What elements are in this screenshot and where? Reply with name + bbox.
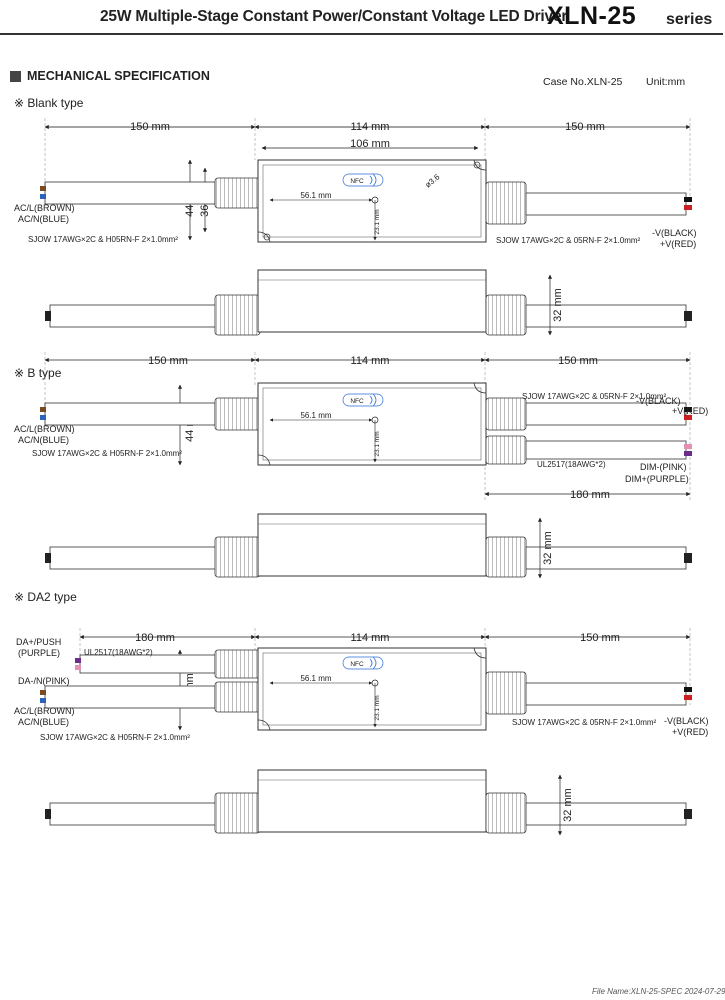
case-number: Case No.XLN-25 — [543, 76, 623, 88]
b-side-height: 32 mm — [542, 531, 554, 565]
b-output-cable: SJOW 17AWG×2C & 05RN-F 2×1.0mm² — [522, 392, 667, 401]
blank-dim-left: 150 mm — [130, 121, 170, 133]
da2-output-cable: SJOW 17AWG×2C & 05RN-F 2×1.0mm² — [512, 718, 657, 727]
b-output-neg: -V(BLACK) — [636, 396, 681, 406]
blank-type-label: ※ Blank type — [14, 96, 84, 110]
file-footer: File Name:XLN-25-SPEC 2024-07-29 — [592, 987, 725, 996]
b-dim-dim-len: 180 mm — [570, 489, 610, 501]
blank-dim-body: 114 mm — [351, 121, 390, 133]
b-dim-right: 150 mm — [558, 355, 598, 367]
blank-side-height: 32 mm — [552, 288, 564, 322]
da2-dim-right: 150 mm — [580, 632, 620, 644]
blank-output-pos: +V(RED) — [660, 239, 696, 249]
blank-nfc-label: NFC — [350, 178, 364, 185]
b-dim-vertical: 23.1 mm — [374, 431, 381, 456]
b-dim-pos: DIM+(PURPLE) — [625, 474, 689, 484]
b-dim-body: 114 mm — [351, 355, 390, 367]
nfc-icon — [369, 173, 377, 187]
da2-side-height: 32 mm — [562, 788, 574, 822]
b-dim-neg: DIM-(PINK) — [640, 462, 687, 472]
nfc-icon — [369, 393, 377, 407]
b-input-cable: SJOW 17AWG×2C & H05RN-F 2×1.0mm² — [32, 449, 182, 458]
b-input-n: AC/N(BLUE) — [18, 435, 69, 445]
blank-dim-inner: 106 mm — [350, 138, 390, 150]
b-dim-cable: UL2517(18AWG*2) — [537, 460, 606, 469]
b-dim-center: 56.1 mm — [300, 411, 331, 420]
b-type-top-view: 150 mm 114 mm 150 mm 44 mm 56.1 mm 23.1 … — [14, 352, 708, 501]
blank-input-n: AC/N(BLUE) — [18, 214, 69, 224]
b-type-side-view: 32 mm — [45, 513, 692, 579]
da2-da-neg: DA-/N(PINK) — [18, 676, 70, 686]
da2-input-n: AC/N(BLUE) — [18, 717, 69, 727]
unit-label: Unit:mm — [646, 76, 686, 88]
document-title: 25W Multiple-Stage Constant Power/Consta… — [100, 8, 568, 25]
da2-dim-center: 56.1 mm — [300, 674, 331, 683]
da2-input-cable: SJOW 17AWG×2C & H05RN-F 2×1.0mm² — [40, 733, 190, 742]
blank-dim-center: 56.1 mm — [300, 191, 331, 200]
da2-input-l: AC/L(BROWN) — [14, 706, 75, 716]
da2-da-pos: DA+/PUSH — [16, 637, 61, 647]
da2-type-side-view: 32 mm — [45, 769, 692, 836]
da2-nfc-label: NFC — [350, 661, 364, 668]
series-label: series — [666, 11, 713, 28]
blank-output-cable: SJOW 17AWG×2C & 05RN-F 2×1.0mm² — [496, 236, 641, 245]
blank-output-neg: -V(BLACK) — [652, 228, 697, 238]
blank-dim-right: 150 mm — [565, 121, 605, 133]
b-input-l: AC/L(BROWN) — [14, 424, 75, 434]
b-type-label: ※ B type — [14, 366, 62, 380]
section-title: MECHANICAL SPECIFICATION — [27, 69, 210, 83]
blank-input-cable: SJOW 17AWG×2C & H05RN-F 2×1.0mm² — [28, 235, 178, 244]
da2-dim-vertical: 23.1 mm — [374, 695, 381, 720]
header-rule — [0, 33, 723, 35]
model-name: XLN-25 — [547, 2, 637, 30]
section-bullet-icon — [10, 71, 21, 82]
b-nfc-label: NFC — [350, 398, 364, 405]
nfc-icon — [369, 656, 377, 670]
da2-da-pos-color: (PURPLE) — [18, 648, 60, 658]
blank-type-side-view: 32 mm — [45, 269, 692, 336]
da2-output-pos: +V(RED) — [672, 727, 708, 737]
da2-dim-body: 114 mm — [351, 632, 390, 644]
b-output-pos: +V(RED) — [672, 406, 708, 416]
da2-dim-left: 180 mm — [135, 632, 175, 644]
blank-type-top-view: 150 mm 114 mm 106 mm 150 mm 44 mm 36 mm … — [14, 118, 697, 249]
da2-output-neg: -V(BLACK) — [664, 716, 709, 726]
da2-type-top-view: 180 mm 114 mm 150 mm 44 mm 56.1 mm 23.1 … — [14, 628, 709, 742]
blank-input-l: AC/L(BROWN) — [14, 203, 75, 213]
da2-type-label: ※ DA2 type — [14, 590, 77, 604]
da2-da-cable: UL2517(18AWG*2) — [84, 648, 153, 657]
blank-dim-vertical: 23.1 mm — [374, 209, 381, 234]
b-dim-left: 150 mm — [148, 355, 188, 367]
